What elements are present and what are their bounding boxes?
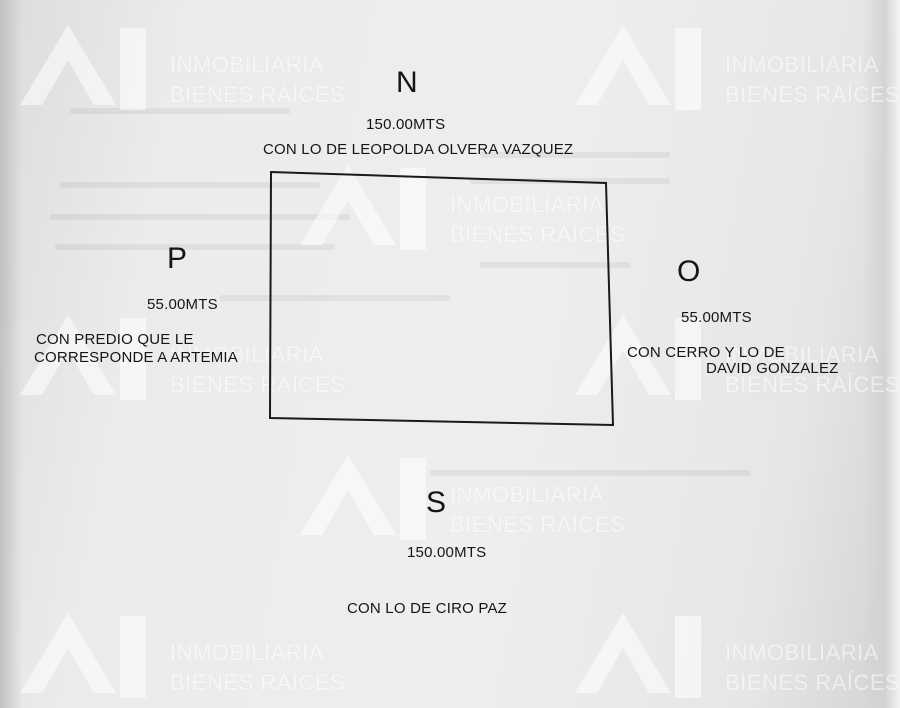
watermark-line2: BIENES RAÍCES bbox=[170, 372, 346, 397]
bleed-through-line bbox=[70, 108, 290, 114]
bleed-through-line bbox=[60, 182, 320, 188]
page-edge-shadow bbox=[862, 0, 900, 708]
east-label: O bbox=[677, 255, 701, 288]
page-left-shadow bbox=[0, 0, 22, 708]
north-boundary: CON LO DE LEOPOLDA OLVERA VAZQUEZ bbox=[263, 141, 574, 158]
watermark-line2: BIENES RAÍCES bbox=[725, 372, 900, 397]
south-label: S bbox=[426, 486, 447, 519]
east-boundary-line1: CON CERRO Y LO DE bbox=[627, 344, 785, 361]
watermark-line1: INMOBILIARIA bbox=[725, 640, 879, 665]
watermark-logo: INMOBILIARIA BIENES RAÍCES bbox=[565, 300, 900, 400]
west-boundary-line1: CON PREDIO QUE LE bbox=[36, 331, 194, 348]
watermark-line1: INMOBILIARIA bbox=[725, 52, 879, 77]
south-measure: 150.00MTS bbox=[407, 544, 487, 561]
south-boundary: CON LO DE CIRO PAZ bbox=[347, 600, 508, 617]
bleed-through-line bbox=[55, 244, 335, 250]
watermark-line2: BIENES RAÍCES bbox=[450, 222, 626, 247]
watermark-logo: INMOBILIARIA BIENES RAÍCES bbox=[290, 150, 630, 250]
watermark-logo: INMOBILIARIA BIENES RAÍCES bbox=[290, 440, 630, 540]
watermark-line2: BIENES RAÍCES bbox=[725, 670, 900, 695]
west-boundary-line2: CORRESPONDE A ARTEMIA bbox=[34, 349, 238, 366]
watermark-line2: BIENES RAÍCES bbox=[450, 512, 626, 537]
watermark-logo: INMOBILIARIA BIENES RAÍCES bbox=[565, 598, 900, 698]
east-boundary-line2: DAVID GONZALEZ bbox=[706, 360, 839, 377]
bleed-through-line bbox=[480, 152, 670, 158]
watermark-line2: BIENES RAÍCES bbox=[170, 82, 346, 107]
west-measure: 55.00MTS bbox=[147, 296, 218, 313]
watermark-logo: INMOBILIARIA BIENES RAÍCES bbox=[10, 598, 350, 698]
watermark-line2: BIENES RAÍCES bbox=[170, 670, 346, 695]
north-label: N bbox=[396, 66, 418, 99]
west-label: P bbox=[167, 242, 188, 275]
bleed-through-line bbox=[50, 214, 350, 220]
property-boundary bbox=[268, 170, 615, 427]
watermark-logo: INMOBILIARIA BIENES RAÍCES bbox=[10, 10, 350, 110]
east-measure: 55.00MTS bbox=[681, 309, 752, 326]
watermark-line1: INMOBILIARIA bbox=[450, 192, 604, 217]
watermark-line1: INMOBILIARIA bbox=[450, 482, 604, 507]
watermark-line1: INMOBILIARIA bbox=[170, 342, 324, 367]
watermark-logo: INMOBILIARIA BIENES RAÍCES bbox=[10, 300, 350, 400]
watermark-line1: INMOBILIARIA bbox=[170, 640, 324, 665]
bleed-through-line bbox=[220, 295, 450, 301]
watermark-line2: BIENES RAÍCES bbox=[725, 82, 900, 107]
watermark-logo: INMOBILIARIA BIENES RAÍCES bbox=[565, 10, 900, 110]
watermark-line1: INMOBILIARIA bbox=[170, 52, 324, 77]
bleed-through-line bbox=[480, 262, 630, 268]
bleed-through-line bbox=[430, 470, 750, 476]
north-measure: 150.00MTS bbox=[366, 116, 446, 133]
watermark-line1: INMOBILIARIA bbox=[725, 342, 879, 367]
